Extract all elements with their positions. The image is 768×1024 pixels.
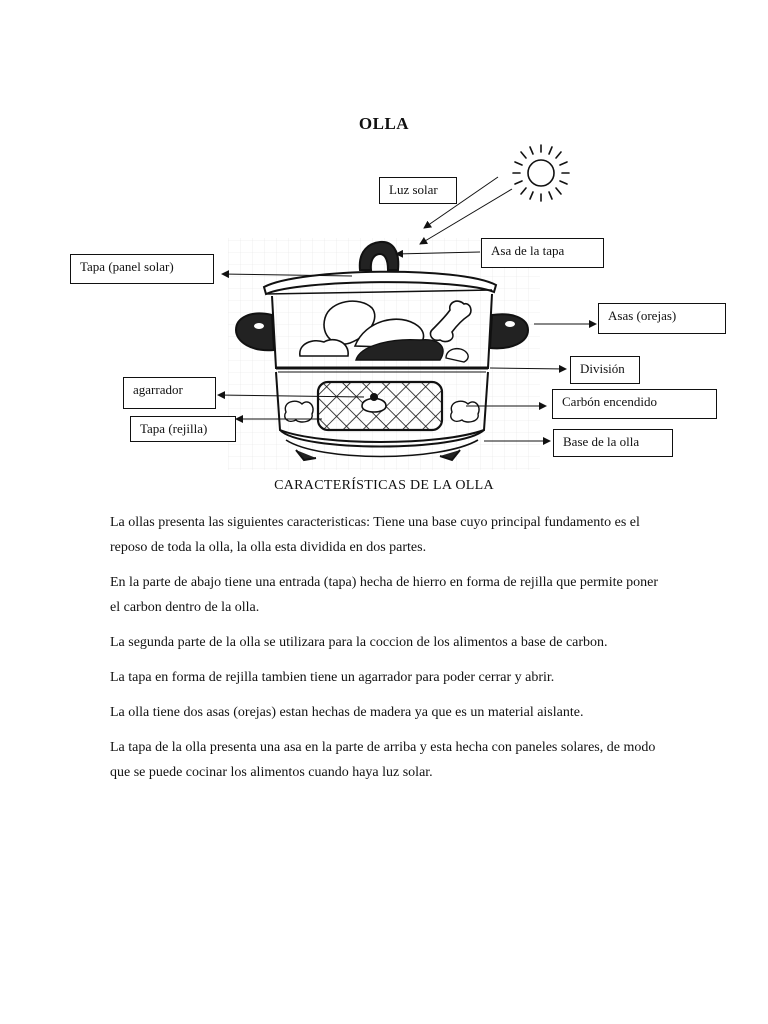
arrow-division (489, 364, 567, 373)
paragraph: La tapa de la olla presenta una asa en l… (110, 740, 656, 780)
paragraph: La ollas presenta las siguientes caracte… (110, 515, 640, 555)
sunlight-arrow (419, 188, 513, 245)
label-carbon: Carbón encendido (552, 389, 717, 419)
label-luz-solar: Luz solar (379, 177, 457, 204)
paragraph: En la parte de abajo tiene una entrada (… (110, 575, 659, 615)
pot-diagram (217, 144, 597, 470)
sunlight-arrow (423, 176, 499, 229)
sun-icon (512, 144, 570, 202)
pot-drawing (234, 240, 530, 462)
arrow-asa-tapa (395, 249, 481, 258)
label-tapa-rejilla: Tapa (rejilla) (130, 416, 236, 442)
arrow-tapa-panel (221, 270, 353, 279)
paragraph: La tapa en forma de rejilla tambien tien… (110, 670, 555, 685)
paragraph: La olla tiene dos asas (orejas) estan he… (110, 705, 584, 720)
label-agarrador: agarrador (123, 377, 216, 409)
label-asas: Asas (orejas) (598, 303, 726, 334)
arrow-agarrador (217, 391, 365, 400)
body-text: La ollas presenta las siguientes caracte… (110, 510, 670, 795)
page-title: OLLA (358, 114, 410, 133)
label-division: División (570, 356, 640, 384)
label-tapa-panel: Tapa (panel solar) (70, 254, 214, 284)
paragraph: La segunda parte de la olla se utilizara… (110, 635, 608, 650)
section-heading: CARACTERÍSTICAS DE LA OLLA (274, 478, 494, 493)
label-base: Base de la olla (553, 429, 673, 457)
label-asa-tapa: Asa de la tapa (481, 238, 604, 268)
